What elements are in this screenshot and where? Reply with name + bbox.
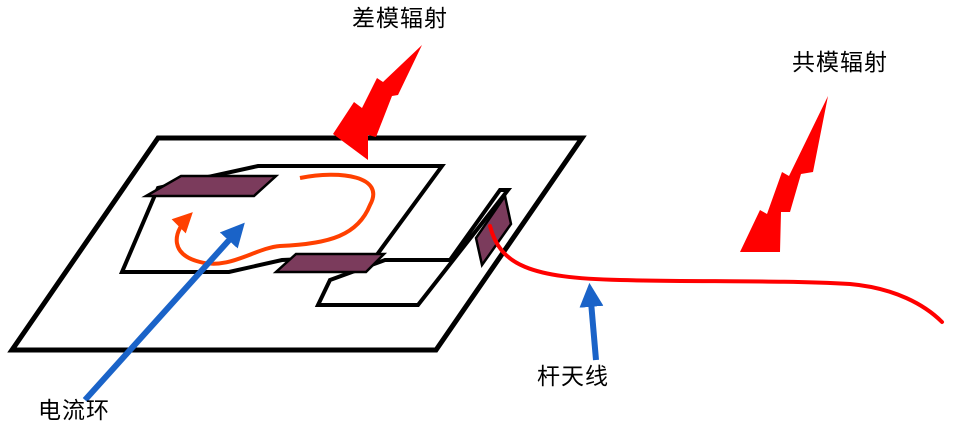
pad-middle <box>272 252 388 274</box>
pad-top <box>141 174 280 198</box>
trace-lower-right <box>314 188 513 307</box>
differential-mode-radiation-label: 差模辐射 <box>352 6 448 32</box>
current-loop-pointer-arrow <box>82 222 245 403</box>
common-radiation-bolt <box>740 96 828 252</box>
rod-antenna-label: 杆天线 <box>537 364 609 390</box>
current-path <box>171 172 375 266</box>
pad-antenna-connector <box>474 192 513 269</box>
common-mode-radiation-label: 共模辐射 <box>792 50 888 76</box>
rod-antenna-wire <box>488 224 944 324</box>
current-loop-label: 电流环 <box>38 398 110 424</box>
rod-antenna-pointer-arrow <box>579 282 604 361</box>
differential-radiation-bolt <box>333 45 422 160</box>
